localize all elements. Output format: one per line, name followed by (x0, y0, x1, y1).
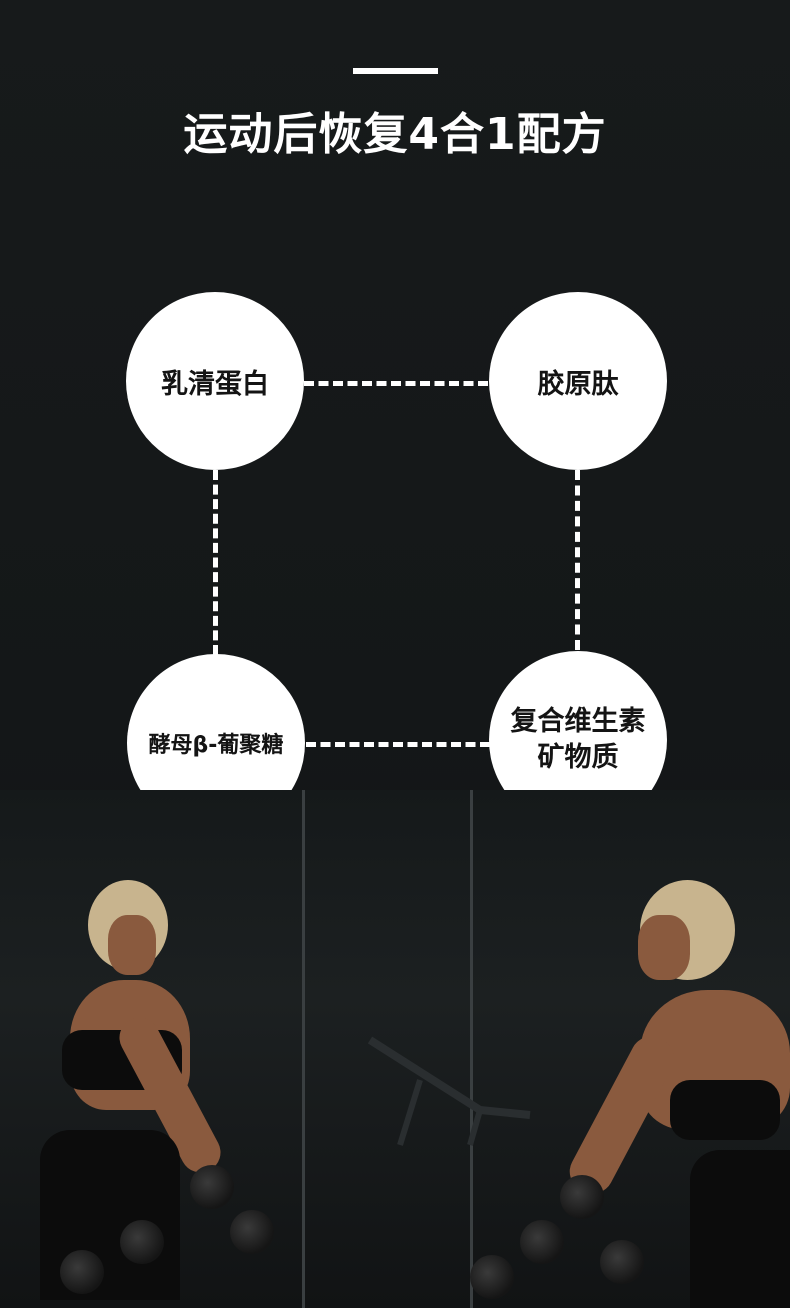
title-accent-bar (353, 68, 438, 74)
formula-node-label-line1: 复合维生素 (510, 706, 646, 737)
dumbbell (520, 1220, 564, 1264)
athlete-reflection (40, 880, 270, 1300)
connector-top (304, 381, 488, 386)
mirror-edge-left (302, 790, 305, 1308)
dumbbell (470, 1255, 514, 1299)
dumbbell (560, 1175, 604, 1219)
dumbbell (60, 1250, 104, 1294)
bench-silhouette (367, 1036, 531, 1146)
formula-node-collagen-peptide: 胶原肽 (489, 292, 667, 470)
dumbbell (600, 1240, 644, 1284)
page-title: 运动后恢复4合1配方 (183, 109, 607, 160)
mirror-edge-right (470, 790, 473, 1308)
formula-node-label-line2: 矿物质 (537, 742, 619, 773)
dumbbell (230, 1210, 274, 1254)
dumbbell (190, 1165, 234, 1209)
formula-node-label: 酵母β-葡聚糖 (148, 733, 284, 758)
formula-node-label: 乳清蛋白 (161, 368, 269, 400)
gym-photo (0, 790, 790, 1308)
connector-bottom (306, 742, 490, 747)
athlete (540, 880, 790, 1308)
formula-node-label: 胶原肽 (537, 368, 619, 400)
dumbbell (120, 1220, 164, 1264)
connector-right (575, 470, 580, 650)
formula-node-whey-protein: 乳清蛋白 (126, 292, 304, 470)
connector-left (213, 470, 218, 655)
